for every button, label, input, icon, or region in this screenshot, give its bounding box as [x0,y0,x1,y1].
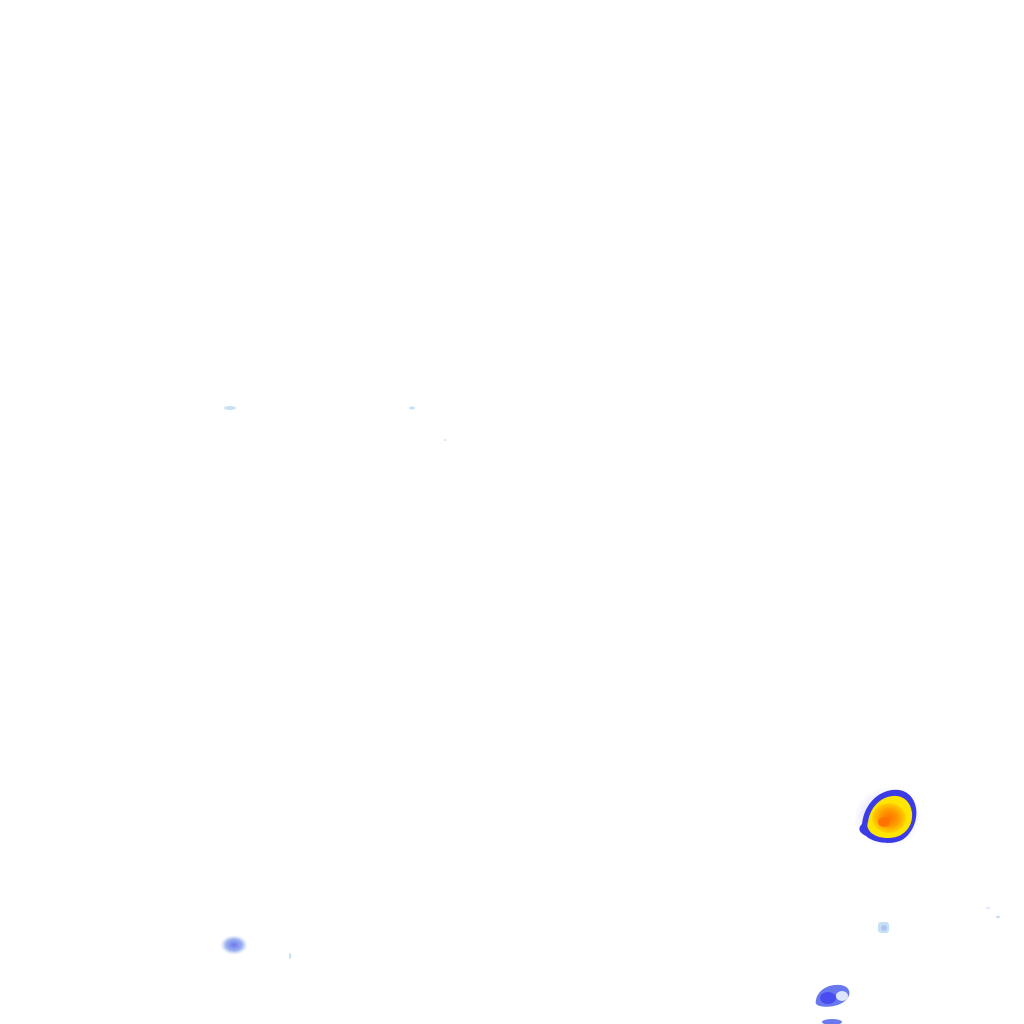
radar-echo-southwest-cell[interactable] [220,935,248,955]
radar-echo-faint-specks [224,406,1000,959]
radar-echo-small-speck[interactable] [878,922,889,933]
radar-echo-south-cell[interactable] [815,984,850,1024]
radar-echo-main-cell[interactable] [854,787,922,847]
